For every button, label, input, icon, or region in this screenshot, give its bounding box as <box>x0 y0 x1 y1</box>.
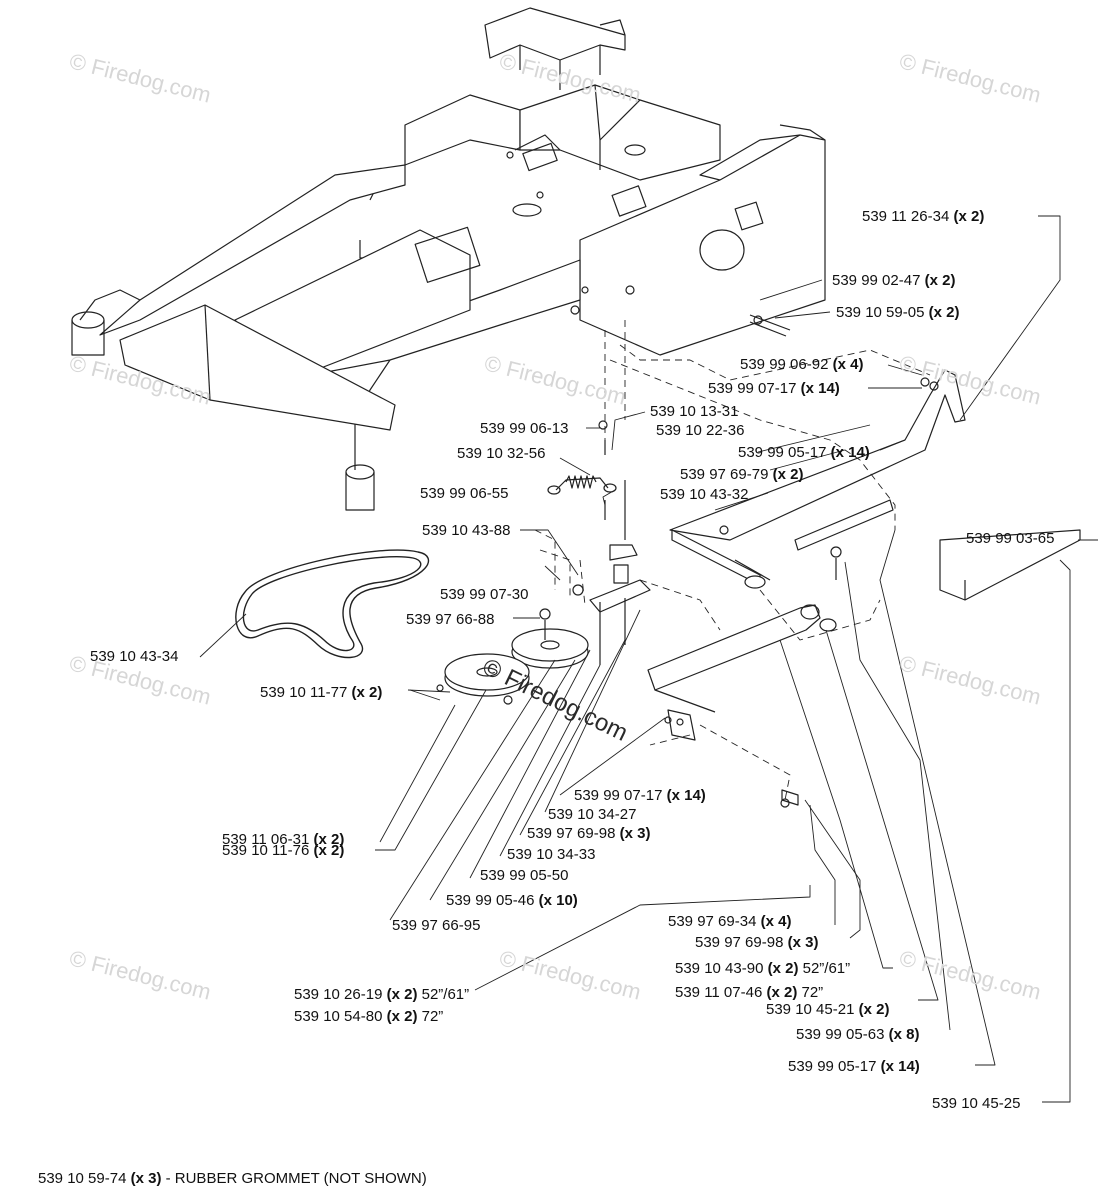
idler-pulley-lower <box>445 654 529 696</box>
part-label: 539 99 03-65 <box>966 530 1055 547</box>
part-label: 539 10 45-25 <box>932 1095 1021 1112</box>
part-label: 539 10 43-32 <box>660 486 749 503</box>
part-label: 539 97 69-79 (x 2) <box>680 466 804 483</box>
part-label: 539 11 26-34 (x 2) <box>862 208 985 225</box>
part-label: 539 10 43-34 <box>90 648 179 665</box>
lift-arm-upper <box>670 315 965 550</box>
idler-pulley-upper <box>512 609 588 668</box>
part-label: 539 99 07-30 <box>440 586 529 603</box>
part-label: 539 11 07-46 (x 2) 72” <box>675 984 824 1001</box>
part-label: 539 97 66-95 <box>392 917 481 934</box>
part-label: 539 11 06-31 (x 2) <box>222 831 345 848</box>
part-label: 539 10 32-56 <box>457 445 546 462</box>
part-label: 539 99 07-17 (x 14) <box>574 787 706 804</box>
part-label: 539 10 43-90 (x 2) 52”/61” <box>675 960 851 977</box>
part-label: 539 99 05-17 (x 14) <box>788 1058 920 1075</box>
drive-belt <box>236 550 429 657</box>
part-label: 539 10 34-27 <box>548 806 637 823</box>
part-label: 539 99 02-47 (x 2) <box>832 272 956 289</box>
part-label: 539 10 13-31 <box>650 403 739 420</box>
idler-arm <box>573 440 650 665</box>
link-bracket-right <box>831 530 1080 600</box>
part-label: 539 97 69-34 (x 4) <box>668 913 792 930</box>
leader-lines <box>200 216 1098 1102</box>
part-label: 539 99 06-13 <box>480 420 569 437</box>
part-label: 539 10 26-19 (x 2) 52”/61” <box>294 986 470 1003</box>
part-label: 539 10 59-05 (x 2) <box>836 304 960 321</box>
part-label: 539 97 69-98 (x 3) <box>695 934 819 951</box>
lift-arm-lower <box>648 605 836 805</box>
part-label: 539 10 11-77 (x 2) <box>260 684 383 701</box>
part-label: 539 99 05-46 (x 10) <box>446 892 578 909</box>
chassis-frame <box>72 8 825 510</box>
part-label: 539 10 45-21 (x 2) <box>766 1001 890 1018</box>
part-label: 539 97 66-88 <box>406 611 495 628</box>
idler-spring <box>548 476 616 494</box>
part-label: 539 10 34-33 <box>507 846 596 863</box>
part-label: 539 10 22-36 <box>656 422 745 439</box>
part-label: 539 99 05-50 <box>480 867 569 884</box>
part-label: 539 10 11-76 (x 2) <box>222 842 345 859</box>
part-label: 539 99 06-55 <box>420 485 509 502</box>
part-label: 539 99 05-17 (x 14) <box>738 444 870 461</box>
part-label: 539 99 06-92 (x 4) <box>740 356 864 373</box>
part-label: 539 99 05-63 (x 8) <box>796 1026 920 1043</box>
hardware-bits <box>437 378 929 807</box>
part-label: 539 10 43-88 <box>422 522 511 539</box>
part-label: 539 99 07-17 (x 14) <box>708 380 840 397</box>
part-label: 539 97 69-98 (x 3) <box>527 825 651 842</box>
part-label: 539 10 54-80 (x 2) 72” <box>294 1008 444 1025</box>
lift-shaft <box>672 530 770 588</box>
footer-note: 539 10 59-74 (x 3) - RUBBER GROMMET (NOT… <box>38 1170 427 1187</box>
